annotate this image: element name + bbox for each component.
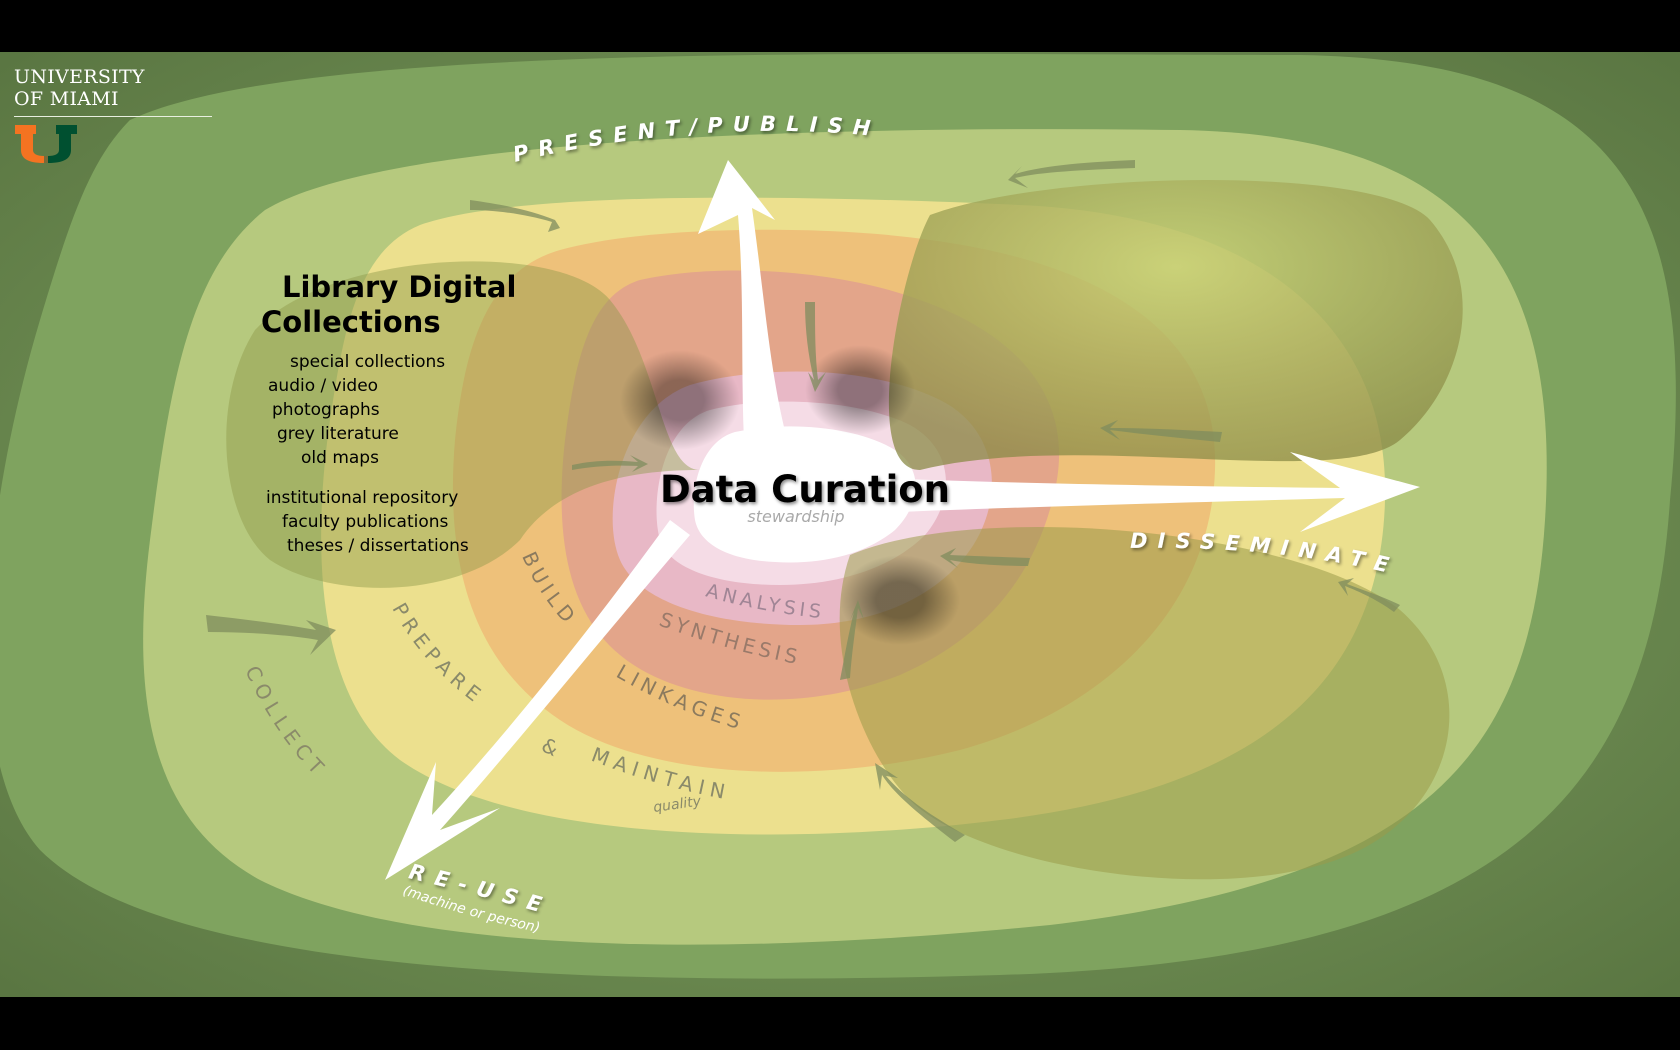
library-item-text: grey literature [277, 424, 399, 444]
library-item: faculty publications [282, 510, 448, 534]
flow-arrow [206, 615, 336, 655]
university-u-logo-icon [15, 125, 77, 163]
library-title-text-1: Library Digital [282, 270, 517, 304]
flow-arrow [1338, 578, 1400, 612]
library-item: special collections [290, 350, 445, 374]
library-item: grey literature [277, 422, 399, 446]
flow-arrow [875, 763, 965, 842]
shadow-hollow [805, 345, 915, 435]
logo-divider [14, 116, 212, 117]
data-curation-diagram: COLLECT PREPARE MAINTAIN & quality BUILD… [0, 52, 1680, 997]
bottom-letterbox [0, 997, 1680, 1050]
library-item-text: photographs [272, 400, 380, 420]
library-title-line-2: Collections [261, 305, 441, 340]
center-highlight [700, 435, 860, 555]
library-title-text-2: Collections [261, 305, 441, 339]
library-item-text: audio / video [268, 376, 379, 396]
top-letterbox [0, 0, 1680, 52]
library-item-text: special collections [290, 352, 446, 372]
flow-arrow [805, 302, 826, 392]
flow-arrow [470, 200, 560, 232]
flow-arrow [572, 455, 648, 472]
university-logo: UNIVERSITY OF MIAMI [14, 66, 214, 117]
library-item-text: institutional repository [266, 488, 459, 508]
flow-arrow [840, 600, 864, 680]
library-item: photographs [272, 398, 380, 422]
library-title-line-1: Library Digital [282, 270, 516, 305]
arrow-reuse [385, 520, 690, 880]
arrow-disseminate [740, 452, 1420, 532]
library-item: old maps [301, 446, 379, 470]
library-item-text: faculty publications [282, 512, 449, 532]
flow-arrow [1008, 160, 1135, 188]
disseminate-overlay-lobe-lower [839, 526, 1450, 880]
flow-arrow [940, 548, 1030, 568]
center-subtitle: stewardship [747, 507, 844, 526]
library-item-text: old maps [301, 448, 379, 468]
library-item: audio / video [268, 374, 378, 398]
logo-line-1: UNIVERSITY [14, 66, 145, 88]
library-item-text: theses / dissertations [287, 536, 469, 556]
center-title: Data Curation [660, 468, 950, 511]
output-arrows [385, 160, 1420, 880]
library-item: theses / dissertations [287, 534, 469, 558]
shadow-hollow [840, 555, 960, 645]
disseminate-overlay-lobe [888, 180, 1463, 470]
library-item: institutional repository [266, 486, 458, 510]
flow-arrows [206, 160, 1400, 842]
label-quality: quality [652, 793, 702, 816]
flow-arrow [1100, 420, 1222, 442]
arrow-present-publish [698, 160, 790, 460]
logo-line-2: OF MIAMI [14, 88, 119, 110]
shadow-hollow [620, 350, 740, 450]
library-overlay-lobe [226, 261, 700, 588]
